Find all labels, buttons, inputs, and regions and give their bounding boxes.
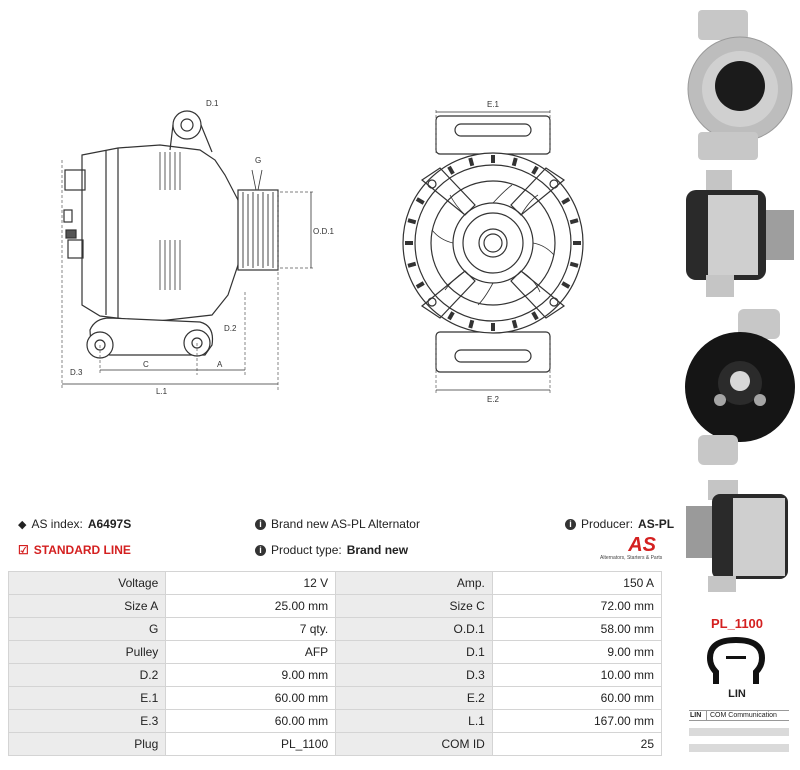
spec-value: 9.00 mm [491, 640, 663, 664]
spec-label: E.1 [7, 686, 167, 710]
spec-value: 60.00 mm [165, 686, 337, 710]
dim-e2: E.2 [487, 395, 500, 404]
dim-e1: E.1 [487, 100, 500, 109]
dim-od1: O.D.1 [313, 227, 334, 236]
spec-label: E.2 [335, 686, 493, 710]
spec-label: Size C [335, 594, 493, 618]
spec-value: 58.00 mm [491, 617, 663, 641]
info-icon: i [255, 518, 266, 530]
producer: i Producer: AS-PL [565, 517, 674, 531]
producer-label: Producer: [581, 517, 634, 531]
producer-value: AS-PL [638, 517, 675, 531]
spec-value: 72.00 mm [491, 594, 663, 618]
spec-value: 150 A [491, 571, 663, 595]
product-info: ◆ AS index: A6497S ☑ STANDARD LINE i Bra… [0, 505, 680, 570]
technical-drawing: D.1 G O.D.1 D.2 D.3 C A L.1 E.1 E.2 [61, 99, 584, 404]
dim-d3: D.3 [70, 368, 83, 377]
spec-label: D.3 [335, 663, 493, 687]
product-photo-angle [686, 480, 788, 592]
spec-value: 25 [491, 732, 663, 756]
product-photos [674, 0, 800, 600]
dim-d1: D.1 [206, 99, 219, 108]
pin-row-empty [689, 744, 789, 752]
as-logo-tagline: Alternators, Starters & Parts [600, 555, 663, 561]
pin-row-empty [689, 728, 789, 736]
tag-icon: ◆ [18, 518, 27, 531]
as-logo: AS Alternators, Starters & Parts [600, 534, 663, 561]
product-photo-rear [685, 309, 795, 465]
product-type-label: Product type: [271, 543, 342, 557]
product-type: i Product type: Brand new [255, 543, 408, 557]
spec-label: D.2 [7, 663, 167, 687]
spec-label: E.3 [7, 709, 167, 733]
dim-c: C [143, 360, 149, 369]
spec-label: Voltage [7, 571, 167, 595]
product-photo-side [686, 170, 794, 297]
spec-label: Amp. [335, 571, 493, 595]
spec-label: Size A [7, 594, 167, 618]
spec-value: 7 qty. [165, 617, 337, 641]
dim-g: G [255, 156, 261, 165]
spec-label: Pulley [7, 640, 167, 664]
as-index: ◆ AS index: A6497S [18, 517, 131, 531]
dim-d2: D.2 [224, 324, 237, 333]
spec-value: 12 V [165, 571, 337, 595]
info-icon: i [255, 544, 266, 556]
description-text: Brand new AS-PL Alternator [271, 517, 420, 531]
standard-line: ☑ STANDARD LINE [18, 543, 131, 557]
as-logo-mark: AS [628, 534, 656, 556]
spec-label: L.1 [335, 709, 493, 733]
product-photo-front [687, 10, 793, 160]
spec-label: O.D.1 [335, 617, 493, 641]
spec-label: Plug [7, 732, 167, 756]
description: i Brand new AS-PL Alternator [255, 517, 420, 531]
spec-value: 10.00 mm [491, 663, 663, 687]
pin-label: LIN [689, 711, 707, 720]
dim-a: A [217, 360, 223, 369]
info-icon: i [565, 518, 576, 530]
spec-value: PL_1100 [165, 732, 337, 756]
plug-connector-icon [706, 636, 766, 684]
as-index-label: AS index: [31, 517, 83, 531]
as-index-value: A6497S [87, 517, 132, 531]
pin-description: COM Communication [710, 712, 777, 719]
spec-label: COM ID [335, 732, 493, 756]
dim-l1: L.1 [156, 387, 168, 396]
pin-row: LIN COM Communication [689, 710, 789, 721]
standard-line-label: STANDARD LINE [33, 543, 131, 557]
spec-value: AFP [165, 640, 337, 664]
spec-value: 25.00 mm [165, 594, 337, 618]
spec-value: 60.00 mm [165, 709, 337, 733]
check-icon: ☑ [18, 543, 29, 557]
plug-name: LIN [728, 688, 746, 700]
spec-label: D.1 [335, 640, 493, 664]
plug-code: PL_1100 [710, 616, 764, 631]
spec-value: 167.00 mm [491, 709, 663, 733]
spec-value: 60.00 mm [491, 686, 663, 710]
product-type-value: Brand new [346, 543, 409, 557]
spec-label: G [7, 617, 167, 641]
spec-value: 9.00 mm [165, 663, 337, 687]
